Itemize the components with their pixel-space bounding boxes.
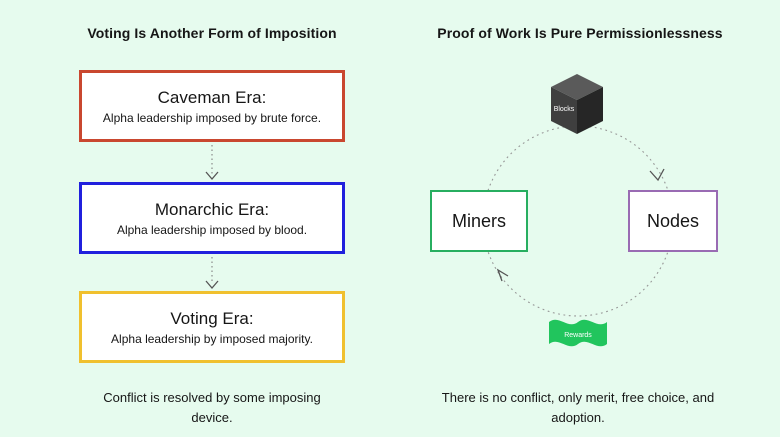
era-subtitle: Alpha leadership by imposed majority. [111,331,313,346]
rewards-flag-icon: Rewards [549,319,607,347]
era-subtitle: Alpha leadership imposed by brute force. [102,110,322,125]
era-title: Monarchic Era: [154,199,270,219]
right-caption: There is no conflict, only merit, free c… [441,390,715,426]
nodes-box: Nodes [628,190,718,252]
arrow-down-icon [205,171,219,180]
right-diagram-title: Proof of Work Is Pure Permissionlessness [437,25,723,41]
arrow-down-icon [205,280,219,289]
era-title: Voting Era: [170,308,254,328]
era-title: Caveman Era: [157,87,267,107]
left-diagram-title: Voting Is Another Form of Imposition [87,25,337,41]
connector-caveman-to-monarchic [205,145,219,180]
miners-box: Miners [430,190,528,252]
blocks-label: Blocks [554,106,575,113]
rewards-label: Rewards [564,332,592,339]
nodes-label: Nodes [646,210,700,231]
voting-era-box: Voting Era: Alpha leadership by imposed … [79,291,345,363]
arrowhead-to-miners-icon [496,268,509,282]
arrowhead-to-nodes-icon [649,168,665,182]
monarchic-era-box: Monarchic Era: Alpha leadership imposed … [79,182,345,254]
connector-monarchic-to-voting [205,257,219,289]
miners-label: Miners [451,210,506,231]
blocks-cube-icon: Blocks [551,74,603,134]
era-subtitle: Alpha leadership imposed by blood. [116,222,308,237]
caveman-era-box: Caveman Era: Alpha leadership imposed by… [79,70,345,142]
left-caption: Conflict is resolved by some imposing de… [103,390,321,426]
